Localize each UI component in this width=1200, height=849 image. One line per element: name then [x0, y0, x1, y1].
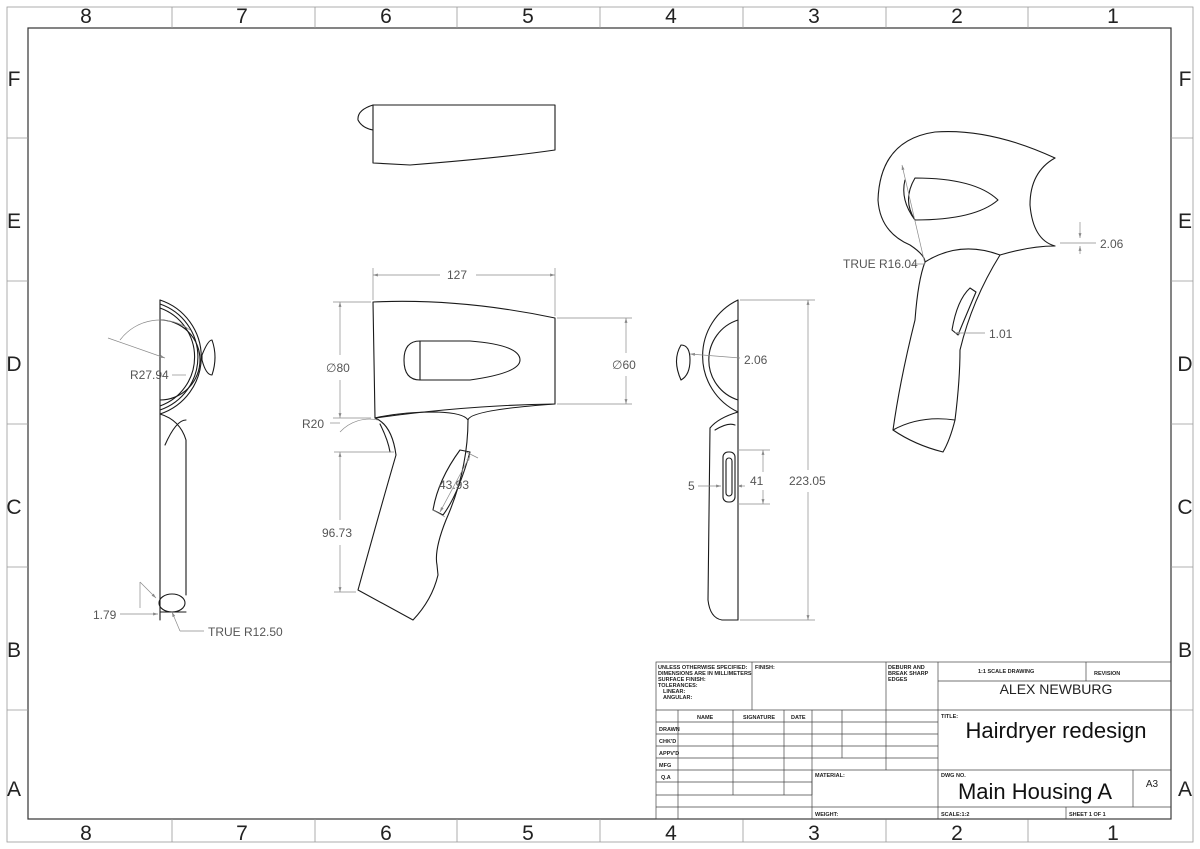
- zone-col-7-bottom: 7: [236, 822, 248, 845]
- dim-43-93: 43.93: [439, 478, 469, 492]
- tb-col-name: NAME: [697, 715, 714, 721]
- zone-row-b-right: B: [1178, 639, 1192, 662]
- zone-row-f-right: F: [1179, 68, 1192, 91]
- dim-2-06-iso: 2.06: [1100, 237, 1124, 251]
- tb-dwg-no: Main Housing A: [958, 779, 1112, 804]
- zone-row-d: D: [6, 353, 21, 376]
- zone-col-2: 2: [951, 5, 963, 28]
- right-side-view: [675, 299, 815, 621]
- zone-col-7: 7: [236, 5, 248, 28]
- tb-col-signature: SIGNATURE: [743, 715, 775, 721]
- zone-row-d-right: D: [1177, 353, 1192, 376]
- front-view: [330, 268, 632, 621]
- zone-col-3: 3: [808, 5, 820, 28]
- zone-row-a: A: [7, 778, 21, 801]
- tb-deburr-2: BREAK SHARP: [888, 671, 929, 677]
- tb-deburr-3: EDGES: [888, 677, 908, 683]
- tb-note-5: LINEAR:: [663, 689, 685, 695]
- zone-col-6: 6: [380, 5, 392, 28]
- zone-labels-left: F E D C B A: [6, 68, 21, 801]
- tb-row-appvd: APPV'D: [659, 751, 679, 757]
- zone-col-8: 8: [80, 5, 92, 28]
- zone-col-5: 5: [522, 5, 534, 28]
- tb-finish-label: FINISH:: [755, 665, 775, 671]
- tb-note-3: SURFACE FINISH:: [658, 677, 706, 683]
- tb-scale-label: SCALE:1:2: [941, 812, 969, 818]
- tb-deburr-1: DEBURR AND: [888, 665, 925, 671]
- dim-1-01: 1.01: [989, 327, 1013, 341]
- dim-223-05: 223.05: [789, 474, 826, 488]
- zone-row-a-right: A: [1178, 778, 1192, 801]
- tb-row-qa: Q.A: [661, 775, 671, 781]
- tb-author: ALEX NEWBURG: [1000, 681, 1113, 697]
- dim-true-r12-50: TRUE R12.50: [208, 625, 283, 639]
- zone-labels-top: 8 7 6 5 4 3 2 1: [80, 5, 1119, 28]
- zone-row-e: E: [7, 210, 21, 233]
- title-block: [655, 661, 1172, 820]
- tb-note-6: ANGULAR:: [663, 695, 692, 701]
- zone-col-5-bottom: 5: [522, 822, 534, 845]
- zone-col-1: 1: [1107, 5, 1119, 28]
- dim-dia-60: ∅60: [612, 358, 636, 372]
- top-view: [357, 104, 556, 166]
- tb-weight-label: WEIGHT:: [815, 812, 838, 818]
- zone-labels-right: F E D C B A: [1177, 68, 1192, 801]
- dim-96-73: 96.73: [322, 526, 352, 540]
- tb-row-chkd: CHK'D: [659, 739, 676, 745]
- tb-material-label: MATERIAL:: [815, 773, 845, 779]
- tb-sheet-label: SHEET 1 OF 1: [1069, 812, 1106, 818]
- tb-revision-label: REVISION: [1094, 671, 1120, 677]
- dim-dia-80: ∅80: [326, 361, 350, 375]
- tb-scale-drawing: 1:1 SCALE DRAWING: [978, 669, 1034, 675]
- zone-col-8-bottom: 8: [80, 822, 92, 845]
- dim-r20: R20: [302, 417, 324, 431]
- tb-title-label: TITLE:: [941, 714, 958, 720]
- zone-col-1-bottom: 1: [1107, 822, 1119, 845]
- zone-row-f: F: [8, 68, 21, 91]
- tb-dwg-no-label: DWG NO.: [941, 773, 966, 779]
- inner-frame: [27, 27, 1172, 820]
- tb-col-date: DATE: [791, 715, 806, 721]
- zone-col-6-bottom: 6: [380, 822, 392, 845]
- zone-row-e-right: E: [1178, 210, 1192, 233]
- tb-row-drawn: DRAWN: [659, 727, 680, 733]
- zone-col-4-bottom: 4: [665, 822, 677, 845]
- dim-5: 5: [688, 479, 695, 493]
- dim-41: 41: [750, 474, 764, 488]
- tb-sheet-size: A3: [1146, 779, 1159, 790]
- zone-row-b: B: [7, 639, 21, 662]
- dim-true-r16-04: TRUE R16.04: [843, 257, 918, 271]
- zone-row-c-right: C: [1177, 496, 1192, 519]
- zone-col-2-bottom: 2: [951, 822, 963, 845]
- dim-127: 127: [447, 268, 467, 282]
- isometric-view: [877, 131, 1096, 453]
- tb-note-1: UNLESS OTHERWISE SPECIFIED:: [658, 665, 748, 671]
- outer-border: [6, 6, 1194, 843]
- dim-r27-94: R27.94: [130, 368, 169, 382]
- tb-note-2: DIMENSIONS ARE IN MILLIMETERS: [658, 671, 752, 677]
- zone-ticks: [7, 7, 1193, 842]
- left-side-view: [107, 299, 216, 632]
- tb-row-mfg: MFG: [659, 763, 671, 769]
- zone-row-c: C: [6, 496, 21, 519]
- zone-labels-bottom: 8 7 6 5 4 3 2 1: [80, 822, 1119, 845]
- zone-col-4: 4: [665, 5, 677, 28]
- zone-col-3-bottom: 3: [808, 822, 820, 845]
- dim-2-06-right: 2.06: [744, 353, 768, 367]
- tb-title: Hairdryer redesign: [966, 718, 1147, 743]
- tb-note-4: TOLERANCES:: [658, 683, 698, 689]
- dim-1-79: 1.79: [93, 608, 117, 622]
